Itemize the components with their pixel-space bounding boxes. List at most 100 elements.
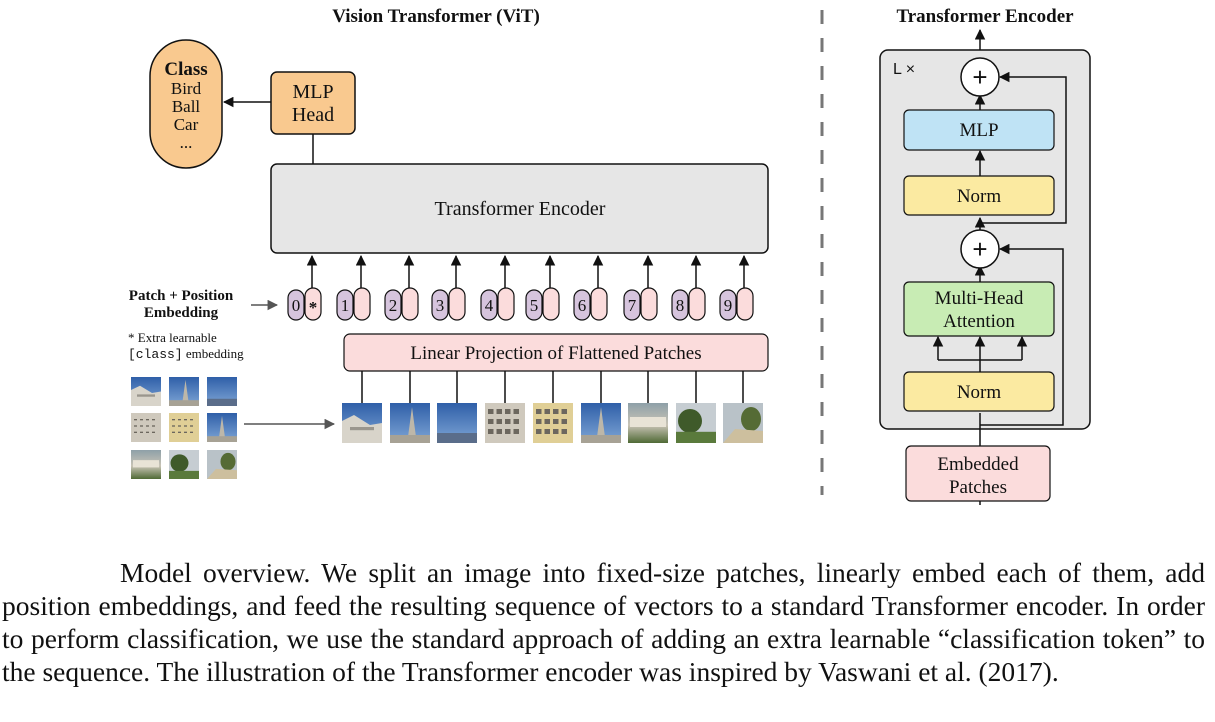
position-embedding-capsule (719, 289, 737, 321)
token-pair: 9 (719, 254, 754, 321)
linear-projection-box: Linear Projection of Flattened Patches (343, 333, 769, 372)
image-patch (207, 413, 237, 442)
image-patch (207, 377, 237, 406)
patch-embedding-capsule (542, 287, 560, 321)
multi-head-attention-block: Multi-Head Attention (903, 281, 1055, 337)
image-patch (207, 450, 237, 479)
attention-label: Multi-Head (935, 288, 1024, 309)
token-pair: 4 (480, 254, 515, 321)
plus-symbol: + (972, 62, 987, 92)
mlp-head-line: MLP (292, 81, 333, 103)
class-item: Bird (171, 79, 202, 98)
image-patch (723, 403, 763, 443)
encoder-detail-title: Transformer Encoder (896, 6, 1074, 27)
embedded-patches-box: Embedded Patches (905, 445, 1051, 502)
image-patch (131, 450, 161, 479)
token-pair: 7 (623, 254, 658, 321)
plus-symbol: + (972, 234, 987, 264)
class-token-marker: * (309, 298, 318, 317)
patch-embedding-capsule (304, 287, 322, 321)
patch-embedding-capsule (353, 287, 371, 321)
image-patch (581, 403, 621, 443)
vit-title: Vision Transformer (ViT) (332, 6, 540, 27)
image-patch (169, 413, 199, 442)
patch-embedding-capsule (688, 287, 706, 321)
extra-learnable-suffix: embedding (183, 346, 245, 361)
patch-embedding-capsule (401, 287, 419, 321)
norm-label: Norm (957, 186, 1002, 207)
position-embedding-capsule (623, 289, 641, 321)
mlp-head-box: MLP Head (270, 71, 356, 135)
token-index: 1 (341, 296, 350, 315)
position-embedding-capsule (480, 289, 498, 321)
image-patch (131, 413, 161, 442)
class-output-box: Class Bird Ball Car ... (149, 39, 223, 169)
flattened-patch-sequence (342, 371, 763, 443)
residual-connection (980, 243, 1064, 426)
token-index: 5 (530, 296, 539, 315)
mlp-head-line: Head (292, 104, 334, 126)
token-pair: 3 (431, 254, 466, 321)
figure-caption: Model overview. We split an image into f… (2, 556, 1205, 688)
class-item: Ball (172, 97, 201, 116)
residual-connection (980, 71, 1067, 224)
token-index: 2 (389, 296, 398, 315)
class-item: ... (180, 133, 193, 152)
token-pair: 8 (671, 254, 706, 321)
image-patch (676, 403, 716, 443)
position-embedding-capsule (525, 289, 543, 321)
patch-embedding-capsule (640, 287, 658, 321)
token-index: 8 (676, 296, 685, 315)
position-embedding-capsule (384, 289, 402, 321)
token-index: 7 (628, 296, 637, 315)
add-circle: + (960, 57, 1000, 97)
image-patch (390, 403, 430, 443)
image-patch (342, 403, 382, 443)
token-pair: 5 (525, 254, 560, 321)
patch-embedding-capsule (497, 287, 515, 321)
attention-label: Attention (943, 311, 1015, 332)
token-pair: 6 (573, 254, 608, 321)
image-patch (169, 450, 199, 479)
image-patch (533, 403, 573, 443)
patch-embedding-capsule (736, 287, 754, 321)
extra-learnable-note-line2: [class] embedding (128, 346, 244, 362)
token-index: 3 (436, 296, 445, 315)
caption-text: Model overview. We split an image into f… (2, 557, 1205, 687)
vit-architecture-figure: Vision Transformer (ViT) Class Bird Ball… (128, 6, 1091, 505)
embedded-patches-label: Patches (949, 477, 1007, 498)
position-embedding-capsule (287, 289, 305, 321)
patch-embedding-capsule (448, 287, 466, 321)
linear-projection-label: Linear Projection of Flattened Patches (410, 343, 701, 364)
class-title: Class (164, 59, 207, 80)
mlp-label: MLP (959, 120, 998, 141)
token-index: 4 (485, 296, 494, 315)
patch-embedding-capsule (590, 287, 608, 321)
position-embedding-capsule (671, 289, 689, 321)
image-patch (131, 377, 161, 406)
class-item: Car (174, 115, 199, 134)
token-index: 9 (724, 296, 733, 315)
image-patch (485, 403, 525, 443)
transformer-encoder-box: Transformer Encoder (270, 163, 769, 254)
image-patch (628, 403, 668, 443)
mlp-block: MLP (903, 109, 1055, 151)
extra-learnable-note: * Extra learnable (128, 330, 217, 345)
token-pair: 0* (287, 254, 322, 321)
position-embedding-capsule (336, 289, 354, 321)
add-circle: + (960, 229, 1000, 269)
norm-label: Norm (957, 382, 1002, 403)
token-index: 6 (578, 296, 587, 315)
repeat-label: L × (893, 61, 915, 78)
transformer-encoder-label: Transformer Encoder (435, 198, 606, 220)
patch-embedding-label: Embedding (144, 305, 219, 321)
norm-block: Norm (903, 175, 1055, 216)
norm-block: Norm (903, 371, 1055, 412)
image-patch (169, 377, 199, 406)
token-index: 0 (292, 296, 301, 315)
class-code: [class] (128, 347, 183, 362)
token-pair: 1 (336, 254, 371, 321)
image-patch (437, 403, 477, 443)
position-embedding-capsule (431, 289, 449, 321)
